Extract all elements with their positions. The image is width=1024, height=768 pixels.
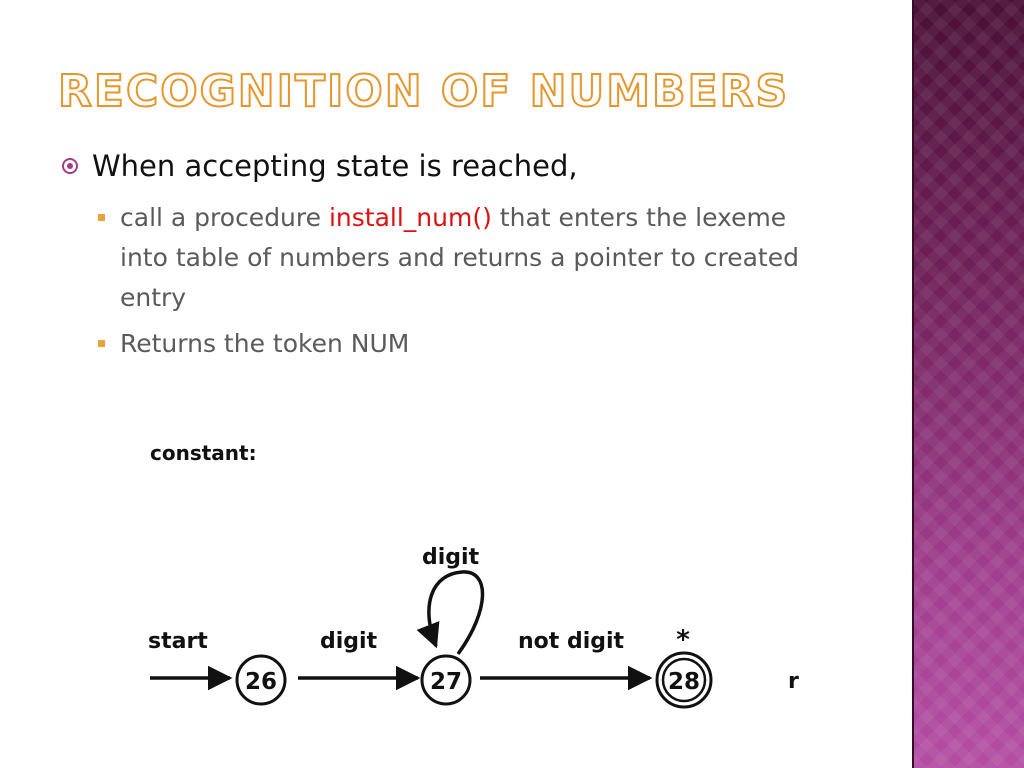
sub-bullet-item-2: Returns the token NUM [90,324,822,364]
state-28-outer [655,651,713,709]
bullet-main-text: When accepting state is reached, [92,149,578,183]
retract-star: * [676,625,690,655]
self-loop-arrow [416,570,485,656]
circle-bullet-icon [62,158,78,174]
sub-bullet-item-1: call a procedure install_num() that ente… [90,198,822,318]
sub2-text: Returns the token NUM [120,329,410,358]
sub1-text-after: that enters the lexeme into table of num… [120,203,799,312]
state-28-inner [661,657,707,703]
diagram-heading: constant: [150,441,257,465]
state-26-label: 26 [245,669,277,695]
square-bullet-icon [98,340,105,347]
slide-title: RECOGNITION OF NUMBERS [57,65,790,118]
loop-digit-label: digit [422,545,480,570]
transition-diagram: constant: start 26 digit 27 digit not di… [148,441,799,709]
decorative-sidebar [912,0,1024,768]
state-28-label: 28 [668,669,700,695]
square-bullet-icon [98,214,105,221]
start-label: start [148,629,208,654]
edge-digit-label: digit [320,629,378,654]
sub1-text-before: call a procedure [120,203,329,232]
state-26 [235,654,287,706]
cut-off-text: r [788,669,799,694]
bullet-list: When accepting state is reached, call a … [62,146,822,364]
edge-not-digit-label: not digit [518,629,625,654]
bullet-item-main: When accepting state is reached, [62,146,822,186]
state-27-label: 27 [430,669,462,695]
sub1-code: install_num() [328,203,492,232]
state-27 [420,654,472,706]
